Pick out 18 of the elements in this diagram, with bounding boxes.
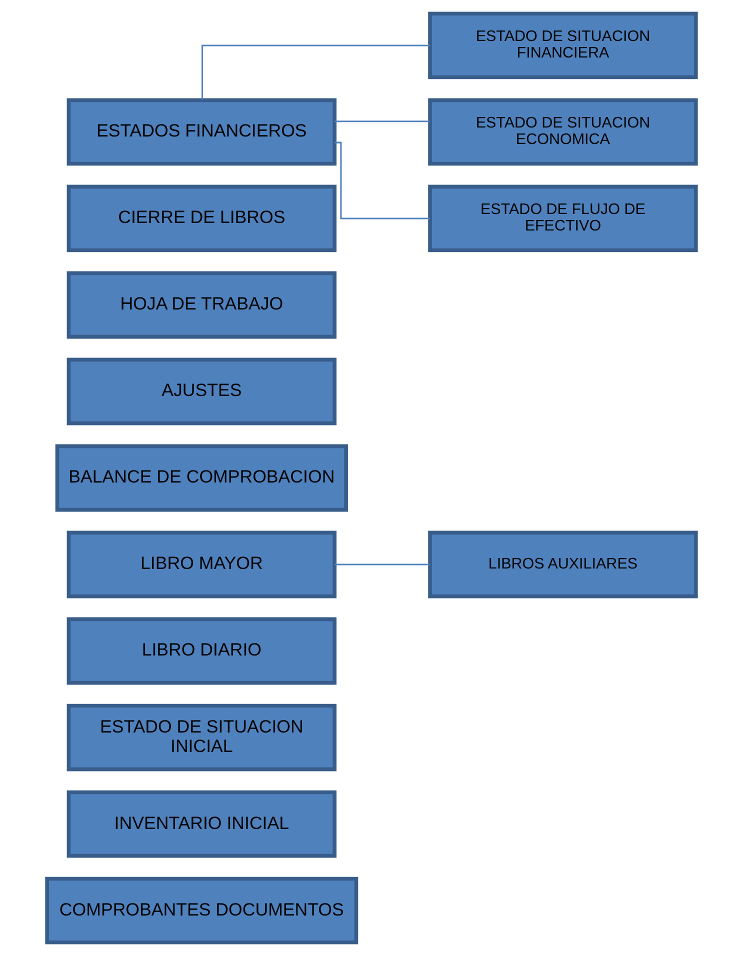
node-box: LIBROS AUXILIARES	[428, 530, 698, 598]
node-box: ESTADO DE SITUACION INICIAL	[66, 704, 336, 772]
node-box: HOJA DE TRABAJO	[66, 271, 336, 339]
node-box: LIBRO MAYOR	[66, 530, 336, 598]
node-box: ESTADOS FINANCIEROS	[66, 98, 336, 166]
connector	[334, 142, 430, 220]
connector	[334, 564, 430, 566]
node-box: ESTADO DE FLUJO DE EFECTIVO	[428, 184, 698, 252]
node-box: ESTADO DE SITUACION ECONOMICA	[428, 98, 698, 166]
node-box: LIBRO DIARIO	[66, 617, 336, 685]
node-box: COMPROBANTES DOCUMENTOS	[44, 876, 358, 944]
node-box: ESTADO DE SITUACION FINANCIERA	[428, 12, 698, 80]
node-box: INVENTARIO INICIAL	[66, 790, 336, 858]
node-box: CIERRE DE LIBROS	[66, 184, 336, 252]
node-box: AJUSTES	[66, 358, 336, 426]
node-box: BALANCE DE COMPROBACION	[54, 444, 348, 512]
connector	[334, 120, 430, 122]
connector	[201, 44, 430, 100]
